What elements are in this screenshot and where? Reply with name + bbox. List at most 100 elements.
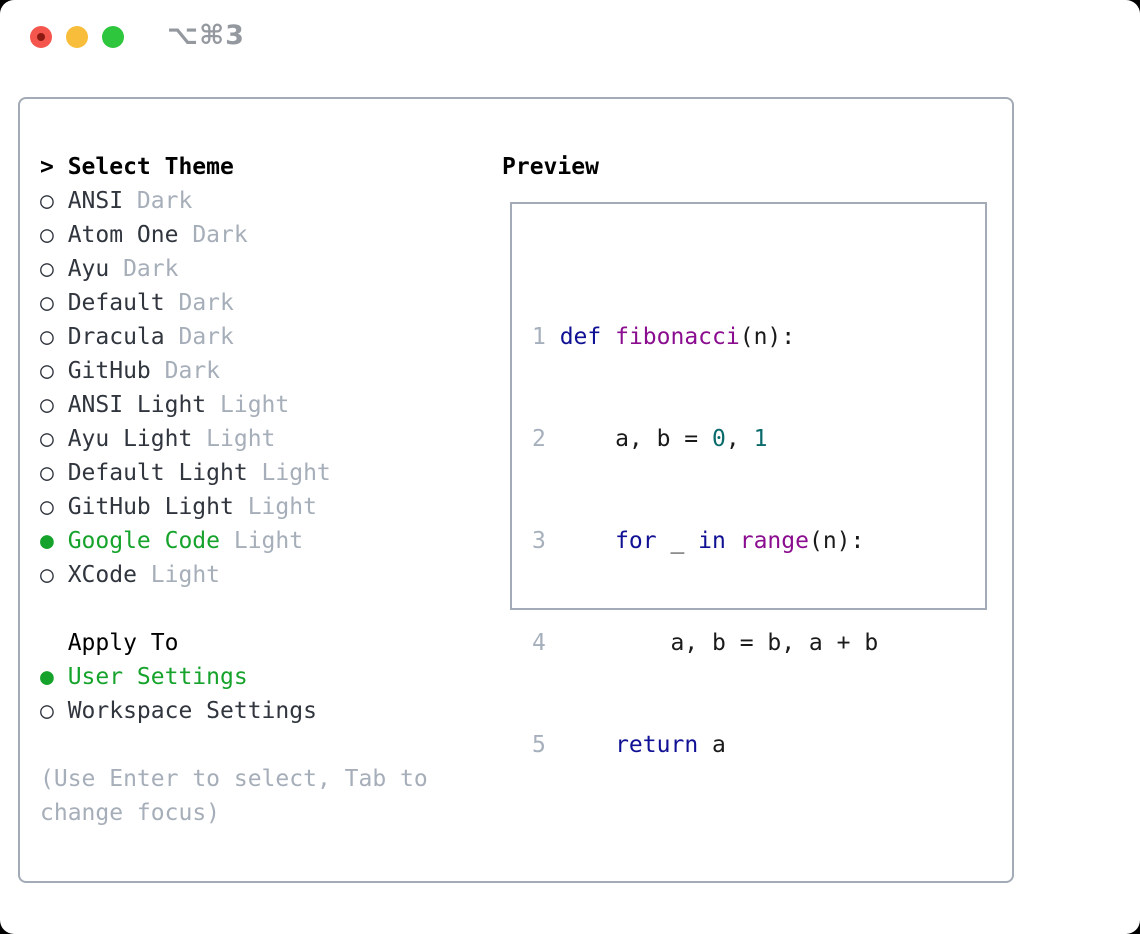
close-button[interactable] <box>30 26 52 48</box>
code-token: a <box>698 732 726 758</box>
theme-name: Ayu Light <box>67 426 193 452</box>
radio-icon: ○ <box>40 698 54 724</box>
code-token: in <box>698 528 726 554</box>
theme-option-xcode-light[interactable]: ○ XCode Light <box>40 558 428 592</box>
radio-icon: ○ <box>40 188 54 214</box>
theme-option-github-light[interactable]: ○ GitHub Light Light <box>40 490 428 524</box>
code-tokens: a, b = b, a + b <box>559 630 879 656</box>
selected-radio-icon: ● <box>40 528 54 554</box>
code-line: 5 return a <box>532 728 947 762</box>
code-token: 0 <box>712 426 726 452</box>
radio-icon: ○ <box>40 290 54 316</box>
theme-option-ayu-dark[interactable]: ○ Ayu Dark <box>40 252 428 286</box>
code-tokens: def fibonacci(n): <box>560 324 795 350</box>
code-token <box>560 528 615 554</box>
theme-variant-tag: Light <box>233 528 304 554</box>
theme-option-ansi-light[interactable]: ○ ANSI Light Light <box>40 388 428 422</box>
code-token: (n): <box>739 324 796 350</box>
theme-name: Default Light <box>67 460 248 486</box>
code-token: def <box>559 324 602 350</box>
theme-name: Dracula <box>67 324 165 350</box>
radio-icon: ○ <box>40 562 54 588</box>
section-title: Select Theme <box>67 154 234 180</box>
theme-variant-tag: Light <box>261 460 331 486</box>
theme-variant-tag: Light <box>150 562 221 588</box>
theme-name: ANSI Light <box>67 392 207 418</box>
theme-name: Google Code <box>67 528 221 554</box>
apply-to-label: Workspace Settings <box>67 698 317 724</box>
radio-icon: ○ <box>40 222 54 248</box>
theme-option-google-code-light[interactable]: ● Google Code Light <box>40 524 428 558</box>
theme-name: Atom One <box>67 222 179 248</box>
window-title: ⌥⌘3 <box>167 20 245 51</box>
theme-name: XCode <box>67 562 137 588</box>
selected-radio-icon: ● <box>40 664 54 690</box>
code-token <box>601 324 615 350</box>
theme-name: Ayu <box>67 256 110 282</box>
code-line: 2 a, b = 0, 1 <box>532 422 947 456</box>
theme-variant-tag: Dark <box>178 324 234 350</box>
code-tokens: for _ in range(n): <box>560 528 865 554</box>
code-token <box>560 732 615 758</box>
code-token: fibonacci <box>615 324 740 350</box>
select-theme-header: > Select Theme <box>40 150 428 184</box>
theme-name: GitHub Light <box>67 494 234 520</box>
code-token: a, b = <box>559 426 713 452</box>
theme-option-atom-one-dark[interactable]: ○ Atom One Dark <box>40 218 428 252</box>
radio-icon: ○ <box>40 358 54 384</box>
theme-option-ansi-dark[interactable]: ○ ANSI Dark <box>40 184 428 218</box>
spacer <box>40 728 428 762</box>
line-number: 1 <box>532 324 546 350</box>
theme-option-github-dark[interactable]: ○ GitHub Dark <box>40 354 428 388</box>
help-text-line: change focus) <box>40 800 221 826</box>
radio-icon: ○ <box>40 392 54 418</box>
theme-variant-tag: Dark <box>164 358 221 384</box>
radio-icon: ○ <box>40 494 54 520</box>
theme-name: GitHub <box>67 358 151 384</box>
apply-to-option-workspace-settings[interactable]: ○ Workspace Settings <box>40 694 428 728</box>
preview-header: Preview <box>502 154 599 180</box>
theme-variant-tag: Dark <box>136 188 193 214</box>
blank-line <box>532 830 947 864</box>
cursor-arrow-icon: > <box>40 154 54 180</box>
line-number: 3 <box>532 528 546 554</box>
code-token: return <box>615 732 699 758</box>
theme-option-default-dark[interactable]: ○ Default Dark <box>40 286 428 320</box>
code-token <box>726 528 740 554</box>
apply-to-header: Apply To <box>67 630 179 656</box>
theme-variant-tag: Light <box>220 392 290 418</box>
code-token: 1 <box>753 426 768 452</box>
theme-variant-tag: Light <box>247 494 317 520</box>
theme-name: ANSI <box>67 188 124 214</box>
theme-variant-tag: Dark <box>123 256 179 282</box>
code-token: (n): <box>808 528 865 554</box>
code-token: , <box>725 426 754 452</box>
minimize-button[interactable] <box>66 26 88 48</box>
theme-name: Default <box>67 290 165 316</box>
radio-icon: ○ <box>40 426 54 452</box>
radio-icon: ○ <box>40 324 54 350</box>
radio-icon: ○ <box>40 256 54 282</box>
code-line: 1 def fibonacci(n): <box>532 320 947 354</box>
theme-option-dracula-dark[interactable]: ○ Dracula Dark <box>40 320 428 354</box>
zoom-button[interactable] <box>102 26 124 48</box>
line-number: 5 <box>532 732 546 758</box>
theme-variant-tag: Dark <box>192 222 248 248</box>
code-token: a, b = b, a + b <box>559 630 879 656</box>
code-line: 4 a, b = b, a + b <box>532 626 947 660</box>
apply-to-option-user-settings[interactable]: ●User Settings <box>40 660 428 694</box>
theme-option-ayu-light[interactable]: ○ Ayu Light Light <box>40 422 428 456</box>
theme-variant-tag: Dark <box>178 290 234 316</box>
help-text-line: (Use Enter to select, Tab to <box>40 766 428 792</box>
line-number: 4 <box>532 630 546 656</box>
theme-variant-tag: Light <box>206 426 276 452</box>
code-token: range <box>739 528 809 554</box>
line-number: 2 <box>532 426 546 452</box>
spacer <box>40 592 428 626</box>
